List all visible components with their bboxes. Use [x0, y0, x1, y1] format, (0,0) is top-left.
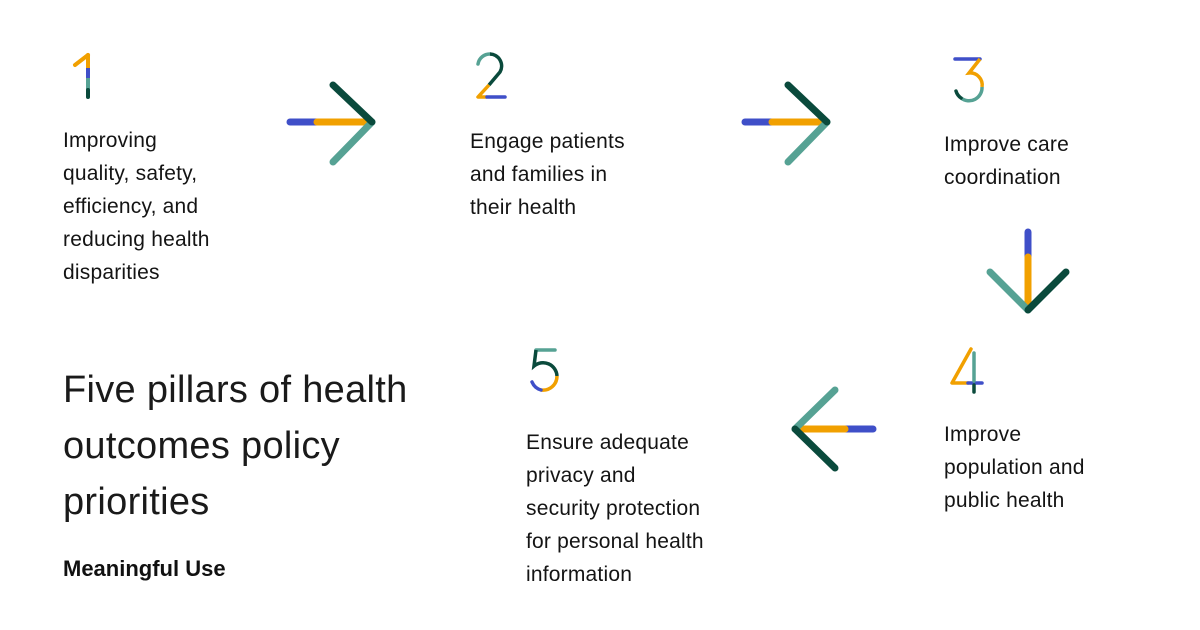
text-line: for personal health: [526, 530, 704, 553]
text-line: Engage patients: [470, 130, 625, 153]
text-line: coordination: [944, 166, 1061, 189]
text-line: Improve care: [944, 133, 1069, 156]
number-4-icon: [950, 347, 984, 394]
text-line: their health: [470, 196, 577, 219]
title-line: Five pillars of health: [63, 369, 408, 411]
text-line: population and: [944, 456, 1085, 479]
text-line: information: [526, 563, 633, 586]
step-1-text: Improving quality, safety, efficiency, a…: [63, 124, 210, 289]
step-4-text: Improve population and public health: [944, 418, 1085, 517]
text-line: Improving: [63, 129, 158, 152]
number-1-icon: [73, 53, 90, 99]
text-line: privacy and: [526, 464, 636, 487]
step-2-text: Engage patients and families in their he…: [470, 125, 625, 224]
step-5-text: Ensure adequate privacy and security pro…: [526, 426, 704, 591]
text-line: reducing health: [63, 228, 210, 251]
arrow-right-icon: [741, 81, 831, 166]
arrow-right-icon: [286, 81, 376, 166]
text-line: Improve: [944, 423, 1022, 446]
subtitle: Meaningful Use: [63, 556, 226, 581]
step-3-text: Improve care coordination: [944, 128, 1069, 194]
text-line: and families in: [470, 163, 608, 186]
text-line: efficiency, and: [63, 195, 199, 218]
arrow-down-icon: [986, 228, 1070, 314]
text-line: public health: [944, 489, 1065, 512]
text-line: quality, safety,: [63, 162, 198, 185]
number-3-icon: [953, 57, 984, 103]
number-5-icon: [530, 348, 559, 392]
text-line: security protection: [526, 497, 701, 520]
page-title: Five pillars of health outcomes policy p…: [63, 362, 408, 530]
arrow-left-icon: [791, 386, 877, 472]
text-line: disparities: [63, 261, 160, 284]
text-line: Ensure adequate: [526, 431, 689, 454]
title-line: priorities: [63, 481, 210, 523]
title-line: outcomes policy: [63, 425, 340, 467]
number-2-icon: [476, 52, 507, 99]
